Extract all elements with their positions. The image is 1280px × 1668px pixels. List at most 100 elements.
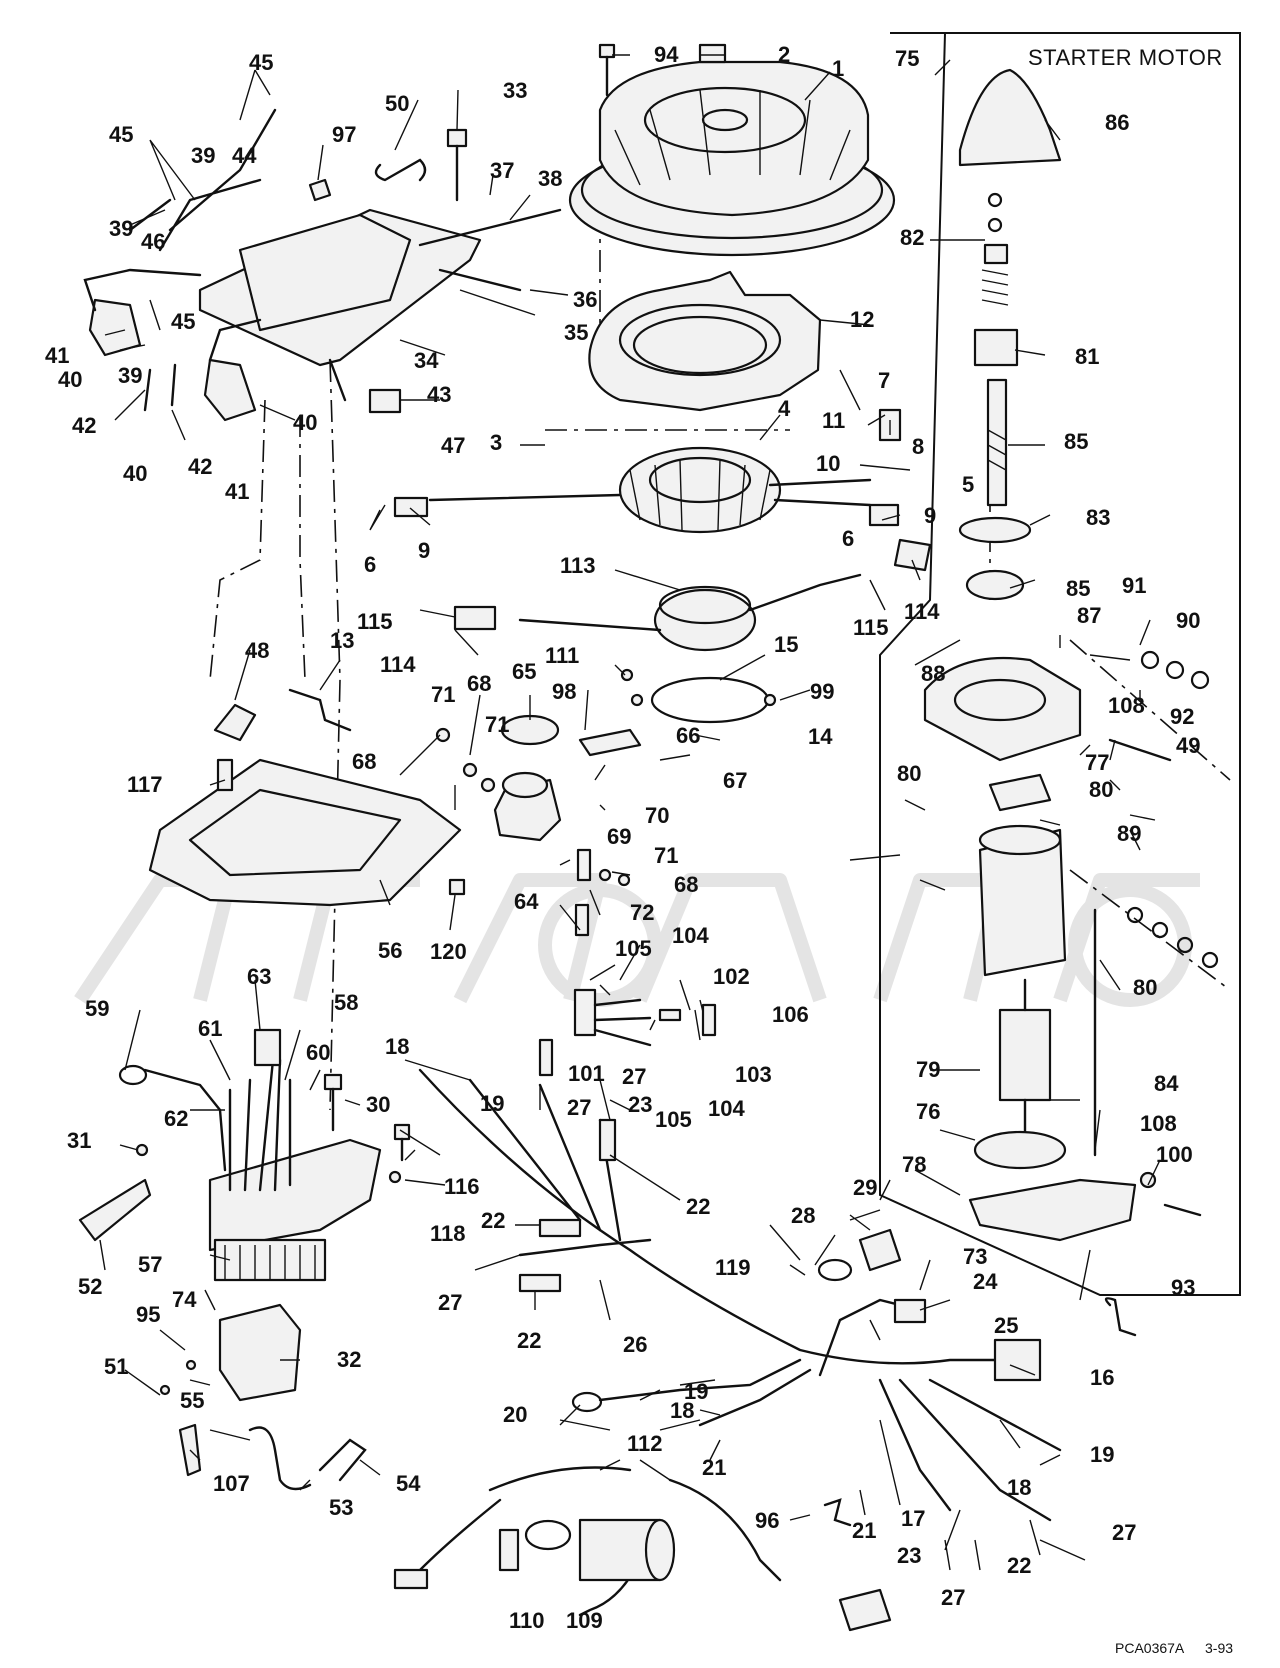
callout-39b: 39 (109, 216, 134, 241)
callout-102: 102 (713, 964, 750, 989)
starter-armature (998, 978, 1052, 1137)
callout-39c: 39 (118, 363, 143, 388)
callout-18c: 18 (1007, 1475, 1032, 1500)
callout-112: 112 (627, 1431, 663, 1456)
callout-59: 59 (85, 996, 110, 1021)
starter-drive-housing (923, 656, 1082, 762)
callout-41a: 41 (45, 343, 70, 368)
callout-20: 20 (503, 1402, 528, 1427)
callout-13: 13 (330, 628, 355, 653)
solenoid-bracket (578, 728, 642, 757)
callout-50: 50 (385, 91, 410, 116)
callout-118: 118 (430, 1221, 466, 1246)
callout-22d: 22 (1007, 1553, 1032, 1578)
callout-32: 32 (337, 1347, 362, 1372)
callout-4: 4 (778, 396, 791, 421)
clamp (213, 703, 257, 742)
flywheel (568, 60, 896, 257)
callout-11: 11 (822, 408, 846, 433)
callout-119: 119 (715, 1255, 751, 1280)
callout-108a: 108 (1108, 693, 1145, 718)
callout-22a: 22 (686, 1194, 711, 1219)
callout-26: 26 (623, 1332, 648, 1357)
callout-45c: 45 (171, 309, 196, 334)
flywheel-nut (698, 43, 727, 64)
spark-plug-leads (128, 108, 277, 412)
callout-21b: 21 (852, 1518, 877, 1543)
callout-68c: 68 (674, 872, 699, 897)
callout-84: 84 (1154, 1071, 1179, 1096)
callout-64: 64 (514, 889, 539, 914)
callout-115a: 115 (357, 609, 393, 634)
callout-85b: 85 (1066, 576, 1091, 601)
callout-62: 62 (164, 1106, 189, 1131)
callout-72: 72 (630, 900, 655, 925)
callout-87: 87 (1077, 603, 1102, 628)
callout-19a: 19 (480, 1091, 505, 1116)
callout-79: 79 (916, 1057, 941, 1082)
stud-117 (216, 758, 234, 792)
callout-25: 25 (994, 1313, 1019, 1338)
clamp-strap (288, 688, 352, 732)
callout-51: 51 (104, 1354, 129, 1379)
callout-27c: 27 (438, 1290, 463, 1315)
callout-27a: 27 (622, 1064, 647, 1089)
callout-68a: 68 (352, 749, 377, 774)
stator (393, 408, 902, 534)
callout-18b: 18 (670, 1398, 695, 1423)
spark-plug-boot-53 (248, 1426, 312, 1491)
nut-120 (448, 878, 466, 896)
callout-68b: 68 (467, 671, 492, 696)
main-harness (418, 1068, 1062, 1522)
callout-27d: 27 (1112, 1520, 1137, 1545)
bracket-52 (78, 1178, 152, 1242)
callout-66: 66 (676, 723, 701, 748)
callout-114a: 114 (380, 652, 416, 677)
drawing-code: PCA0367A (1115, 1640, 1185, 1656)
callout-22b: 22 (481, 1208, 506, 1233)
callout-22c: 22 (517, 1328, 542, 1353)
drawing-date: 3-93 (1205, 1640, 1234, 1656)
callout-120: 120 (430, 939, 467, 964)
bolt-100 (1163, 1203, 1202, 1217)
callout-23a: 23 (628, 1092, 653, 1117)
callout-74: 74 (172, 1287, 197, 1312)
callout-61: 61 (198, 1016, 223, 1041)
callout-57: 57 (138, 1252, 163, 1277)
solenoid-sleeve (500, 714, 560, 746)
callout-108b: 108 (1140, 1111, 1177, 1136)
callout-24: 24 (973, 1269, 998, 1294)
callout-21a: 21 (702, 1455, 727, 1480)
callout-80c: 80 (1133, 975, 1158, 1000)
callout-76: 76 (916, 1099, 941, 1124)
callout-41b: 41 (225, 479, 250, 504)
callout-98: 98 (552, 679, 577, 704)
callout-23b: 23 (897, 1543, 922, 1568)
callout-9a: 9 (418, 538, 431, 563)
clip (374, 158, 427, 182)
callout-40c: 40 (123, 461, 148, 486)
callout-104b: 104 (708, 1096, 745, 1121)
callout-leaders (99, 54, 1161, 1571)
power-pack-bolt (446, 128, 468, 202)
callout-63: 63 (247, 964, 272, 989)
timer-base (453, 538, 932, 652)
starter-motor-section-title: STARTER MOTOR (1028, 45, 1223, 70)
rectifier (118, 1028, 382, 1282)
callout-83: 83 (1086, 505, 1111, 530)
callout-82: 82 (900, 225, 925, 250)
callout-117: 117 (127, 772, 163, 797)
callout-90: 90 (1176, 608, 1201, 633)
callout-6b: 6 (842, 526, 855, 551)
callout-105a: 105 (615, 936, 652, 961)
callout-100: 100 (1156, 1142, 1193, 1167)
callout-2: 2 (778, 42, 791, 67)
callout-88: 88 (921, 661, 946, 686)
callout-44: 44 (232, 143, 257, 168)
callout-65: 65 (512, 659, 537, 684)
callout-95: 95 (136, 1302, 161, 1327)
cable-boot-109 (578, 1518, 676, 1582)
callout-101: 101 (568, 1061, 605, 1086)
armature-plate (588, 270, 822, 412)
